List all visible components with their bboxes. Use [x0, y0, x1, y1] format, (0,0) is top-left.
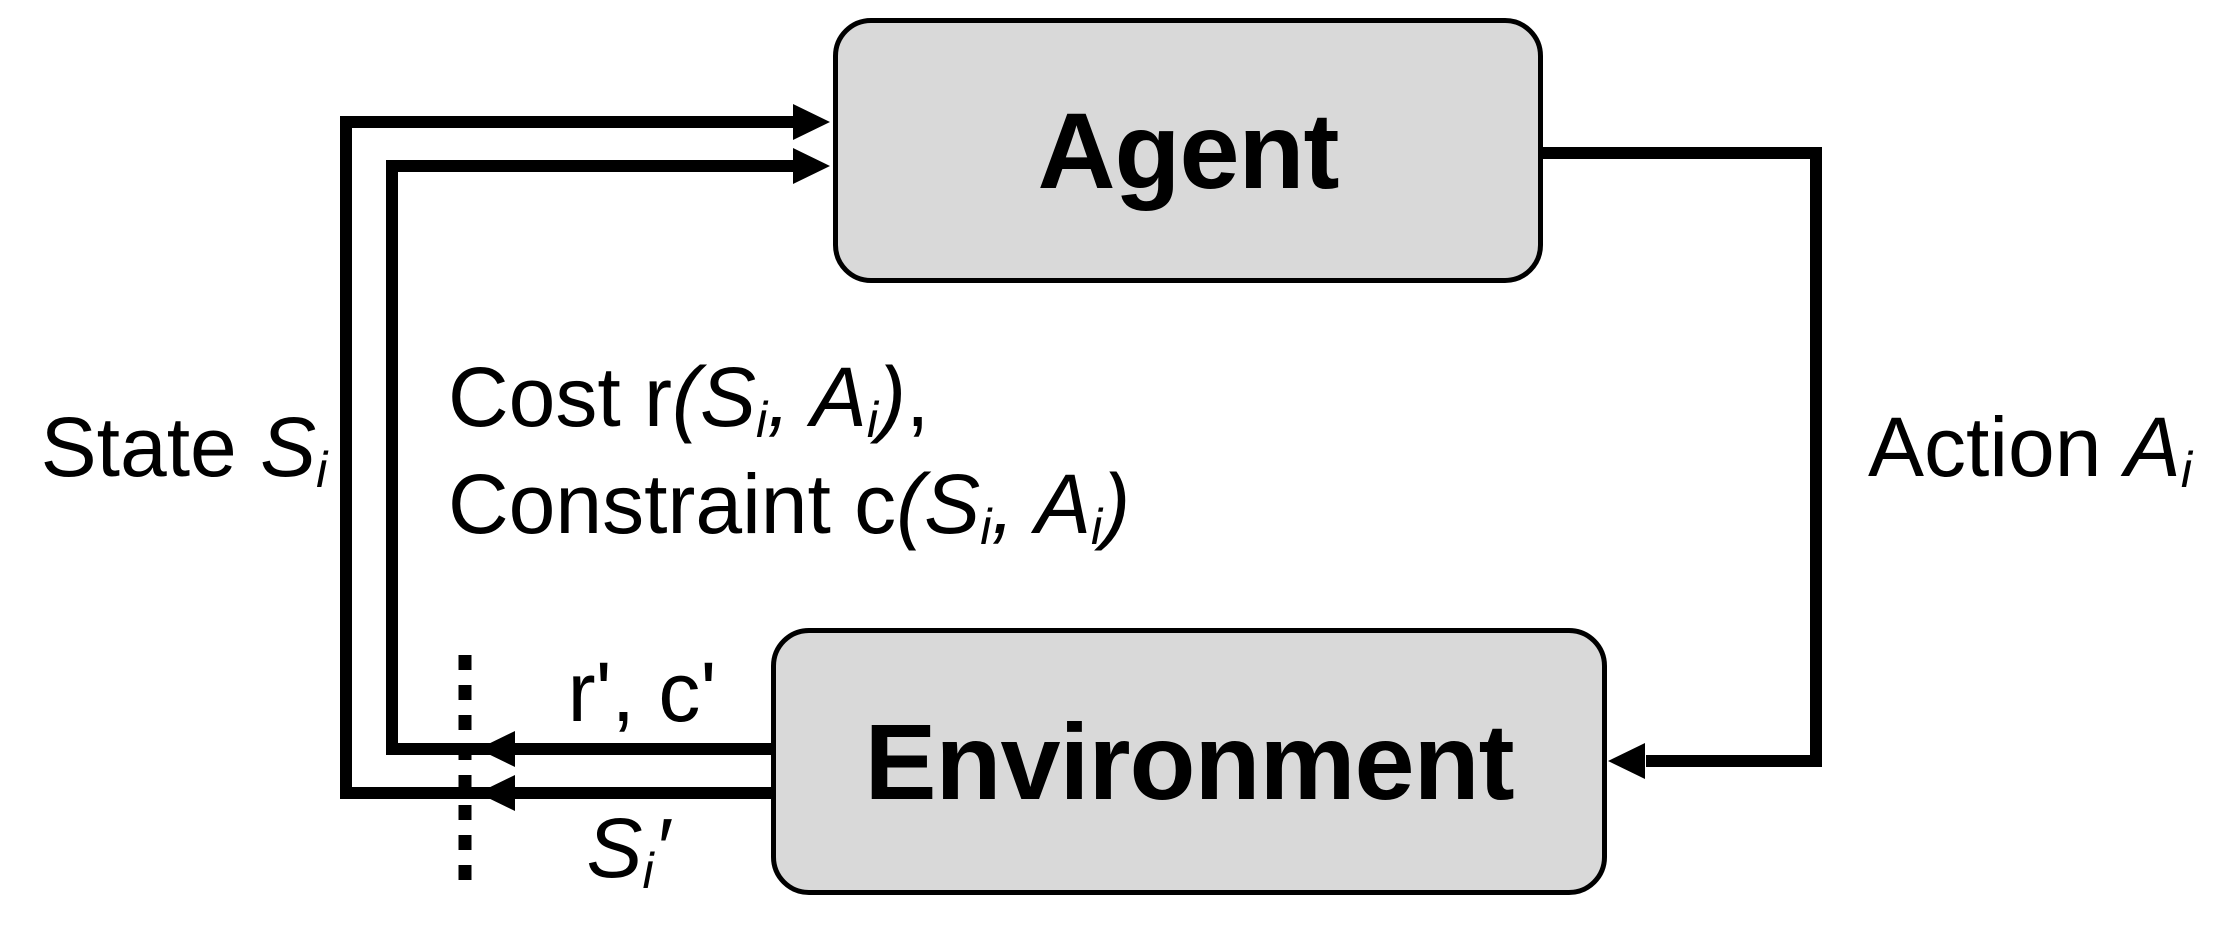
- text-segment: A: [1034, 457, 1091, 551]
- text-segment: ,: [906, 350, 930, 444]
- cost-feedback-line: [386, 160, 798, 755]
- text-segment: ,: [767, 350, 811, 444]
- cost-label-line1: Cost r(Si, Ai),: [448, 344, 1130, 451]
- text-segment: i: [756, 391, 768, 449]
- text-segment: ,: [991, 457, 1035, 551]
- action-into-environment-arrowhead: [1608, 743, 1645, 779]
- text-segment: A: [2124, 400, 2181, 494]
- action-line: [1543, 147, 1822, 767]
- text-segment: ): [1102, 457, 1131, 551]
- cost-constraint-label: Cost r(Si, Ai), Constraint c(Si, Ai): [448, 344, 1130, 558]
- action-label: Action Ai: [1868, 405, 2192, 495]
- environment-node: Environment: [771, 628, 1607, 895]
- text-segment: i: [1090, 498, 1103, 556]
- text-segment: S: [260, 400, 317, 494]
- text-segment: i: [316, 441, 328, 499]
- text-segment: (S: [672, 350, 757, 444]
- text-segment: State: [40, 400, 261, 494]
- text-segment: ′: [653, 801, 670, 895]
- cost-label-line2: Constraint c(Si, Ai): [448, 451, 1130, 558]
- reward-constraint-prime-label: r', c': [568, 650, 717, 734]
- next-state-label: Si′: [587, 806, 670, 896]
- state-feedback-line: [340, 116, 798, 799]
- text-segment: S: [586, 801, 643, 895]
- text-segment: i: [980, 498, 992, 556]
- text-segment: i: [642, 842, 654, 900]
- text-segment: Constraint c: [448, 457, 897, 551]
- text-segment: (S: [896, 457, 981, 551]
- state-into-agent-arrowhead: [793, 104, 830, 140]
- agent-node: Agent: [833, 18, 1543, 283]
- agent-label: Agent: [1037, 90, 1340, 211]
- text-segment: r', c': [567, 645, 717, 739]
- environment-label: Environment: [864, 701, 1514, 822]
- cost-into-agent-arrowhead: [793, 148, 830, 184]
- text-segment: Action: [1867, 400, 2125, 494]
- text-segment: ): [878, 350, 907, 444]
- text-segment: i: [2180, 441, 2193, 499]
- cost-boundary-arrowhead: [478, 731, 515, 767]
- text-segment: A: [810, 350, 867, 444]
- state-label: State Si: [41, 405, 328, 495]
- text-segment: i: [866, 391, 879, 449]
- text-segment: Cost r: [448, 350, 673, 444]
- state-boundary-arrowhead: [478, 775, 515, 811]
